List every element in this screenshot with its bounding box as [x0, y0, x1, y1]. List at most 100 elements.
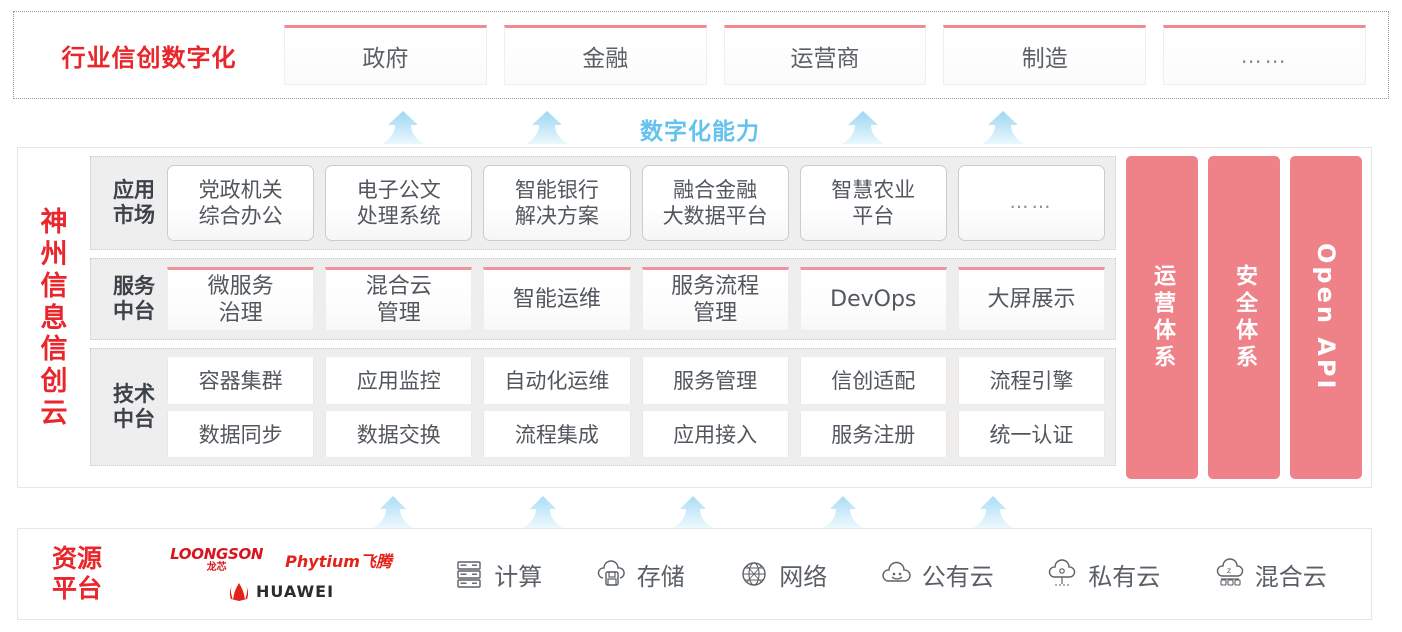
cloud-layer-stack: 应用 市场 党政机关综合办公 电子公文处理系统 智能银行解决方案 融合金融大数据… — [90, 148, 1124, 487]
pillar-label: 安全体系 — [1232, 263, 1257, 372]
technical-row-2: 数据同步 数据交换 流程集成 应用接入 服务注册 统一认证 — [167, 410, 1106, 457]
loongson-logo: LOONGSON 龙芯 — [170, 544, 264, 573]
app-card-edoc-system[interactable]: 电子公文处理系统 — [325, 165, 473, 241]
app-card-government-office[interactable]: 党政机关综合办公 — [167, 165, 315, 241]
up-arrow-icon — [670, 493, 716, 529]
resource-platform-panel: 资源 平台 LOONGSON 龙芯 Phytium飞腾 HUAWEI — [17, 528, 1372, 620]
service-card-hybrid-cloud-mgmt[interactable]: 混合云管理 — [325, 267, 473, 331]
up-arrow-icon — [370, 493, 416, 529]
cloud-side-pillars: 运营体系 安全体系 Open API — [1124, 148, 1371, 487]
industry-box-telecom[interactable]: 运营商 — [723, 25, 927, 85]
industry-box-more[interactable]: …… — [1163, 25, 1366, 85]
layer-service-platform: 服务 中台 微服务治理 混合云管理 智能运维 服务流程管理 DevOps 大屏展… — [90, 258, 1116, 340]
digital-capability-label: 数字化能力 — [640, 119, 760, 145]
layer-label-technical-platform: 技术 中台 — [101, 382, 167, 432]
phytium-logo: Phytium飞腾 — [285, 551, 392, 571]
up-arrow-icon — [524, 110, 570, 146]
huawei-flower-icon — [229, 582, 249, 601]
server-rack-icon — [457, 561, 481, 588]
industry-band-title: 行业信创数字化 — [61, 43, 237, 72]
tech-card-service-registry[interactable]: 服务注册 — [799, 410, 947, 457]
cloud-platform-panel: 神 州 信 息 信 创 云 应用 市场 党政机关综合办公 电子公文处理系统 智能… — [17, 147, 1372, 488]
resource-item-network[interactable]: 网络 — [737, 557, 827, 592]
resource-item-hybrid-cloud[interactable]: z 混合云 — [1213, 557, 1327, 592]
technical-platform-items: 容器集群 应用监控 自动化运维 服务管理 信创适配 流程引擎 数据同步 数据交换… — [167, 357, 1106, 457]
vendor-row-bottom: HUAWEI — [228, 582, 334, 602]
resource-item-label: 网络 — [779, 562, 828, 591]
layer-label-application-market: 应用 市场 — [101, 178, 167, 228]
loongson-logo-en: LOONGSON — [170, 544, 264, 563]
layer-label-service-platform: 服务 中台 — [101, 274, 167, 324]
cloud-storage-icon — [597, 560, 625, 586]
hybrid-cloud-icon: z — [1216, 558, 1243, 586]
layer-label-line: 技术 — [113, 381, 155, 406]
tech-card-xinchuang-adaptation[interactable]: 信创适配 — [799, 357, 947, 404]
resource-title-line: 平台 — [51, 574, 102, 603]
tech-card-process-engine[interactable]: 流程引擎 — [957, 357, 1106, 404]
tech-card-data-sync[interactable]: 数据同步 — [167, 410, 315, 457]
svg-text:z: z — [1227, 566, 1231, 575]
up-arrow-icon — [980, 110, 1026, 146]
industry-box-manufacturing[interactable]: 制造 — [943, 25, 1147, 85]
resource-item-list: 计算 存储 网络 — [426, 557, 1371, 592]
tech-card-automated-ops[interactable]: 自动化运维 — [483, 357, 631, 404]
service-card-dashboard[interactable]: 大屏展示 — [957, 267, 1106, 331]
layer-technical-platform: 技术 中台 容器集群 应用监控 自动化运维 服务管理 信创适配 流程引擎 数据同… — [90, 348, 1116, 466]
pillar-label: Open API — [1312, 243, 1340, 392]
loongson-logo-cn: 龙芯 — [206, 561, 227, 573]
layer-label-line: 服务 — [113, 273, 155, 298]
pillar-security-system[interactable]: 安全体系 — [1208, 156, 1280, 479]
cloud-platform-title: 神 州 信 息 信 创 云 — [18, 148, 90, 487]
cloud-title-char: 息 — [40, 302, 68, 334]
service-card-process-mgmt[interactable]: 服务流程管理 — [641, 267, 789, 331]
tech-card-app-monitoring[interactable]: 应用监控 — [325, 357, 473, 404]
tech-card-data-exchange[interactable]: 数据交换 — [325, 410, 473, 457]
layer-application-market: 应用 市场 党政机关综合办公 电子公文处理系统 智能银行解决方案 融合金融大数据… — [90, 156, 1116, 250]
tech-card-process-integration[interactable]: 流程集成 — [483, 410, 631, 457]
up-arrow-icon — [820, 493, 866, 529]
app-card-smart-agriculture[interactable]: 智慧农业平台 — [799, 165, 947, 241]
resource-item-storage[interactable]: 存储 — [595, 557, 685, 592]
pillar-operations-system[interactable]: 运营体系 — [1126, 156, 1198, 479]
up-arrow-icon — [970, 493, 1016, 529]
resource-item-private-cloud[interactable]: 私有云 — [1046, 557, 1160, 592]
upper-arrow-strip — [0, 106, 1402, 146]
vendor-logo-group: LOONGSON 龙芯 Phytium飞腾 HUAWEI — [136, 544, 426, 602]
resource-item-label: 混合云 — [1254, 562, 1327, 591]
industry-box-list: 政府 金融 运营商 制造 …… — [284, 25, 1388, 85]
cloud-title-char: 信 — [40, 334, 68, 366]
resource-item-label: 公有云 — [921, 562, 994, 591]
public-cloud-icon — [882, 561, 911, 582]
resource-item-label: 私有云 — [1088, 562, 1161, 591]
industry-box-finance[interactable]: 金融 — [503, 25, 707, 85]
pillar-open-api[interactable]: Open API — [1290, 156, 1362, 479]
vendor-row-top: LOONGSON 龙芯 Phytium飞腾 — [170, 544, 392, 573]
app-card-finance-bigdata[interactable]: 融合金融大数据平台 — [641, 165, 789, 241]
private-cloud-icon — [1049, 559, 1076, 586]
app-card-more[interactable]: …… — [957, 165, 1106, 241]
service-card-microservice-governance[interactable]: 微服务治理 — [167, 267, 315, 331]
up-arrow-icon — [840, 110, 886, 146]
cloud-title-char: 信 — [40, 270, 68, 302]
resource-platform-title: 资源 平台 — [18, 544, 136, 604]
resource-title-line: 资源 — [51, 544, 102, 573]
application-market-items: 党政机关综合办公 电子公文处理系统 智能银行解决方案 融合金融大数据平台 智慧农… — [167, 165, 1106, 241]
tech-card-app-access[interactable]: 应用接入 — [641, 410, 789, 457]
tech-card-service-mgmt[interactable]: 服务管理 — [641, 357, 789, 404]
tech-card-unified-auth[interactable]: 统一认证 — [957, 410, 1106, 457]
pillar-label: 运营体系 — [1150, 263, 1175, 372]
resource-item-public-cloud[interactable]: 公有云 — [880, 557, 994, 592]
service-card-aiops[interactable]: 智能运维 — [483, 267, 631, 331]
app-card-smart-banking[interactable]: 智能银行解决方案 — [483, 165, 631, 241]
layer-label-line: 中台 — [113, 407, 155, 431]
service-card-devops[interactable]: DevOps — [799, 267, 947, 331]
layer-label-line: 应用 — [113, 177, 155, 202]
network-globe-icon — [742, 562, 766, 586]
cloud-title-char: 神 — [40, 206, 68, 238]
service-platform-items: 微服务治理 混合云管理 智能运维 服务流程管理 DevOps 大屏展示 — [167, 267, 1106, 331]
industry-box-government[interactable]: 政府 — [284, 25, 487, 85]
resource-item-compute[interactable]: 计算 — [452, 557, 542, 592]
tech-card-container-cluster[interactable]: 容器集群 — [167, 357, 315, 404]
resource-item-label: 存储 — [636, 562, 685, 591]
